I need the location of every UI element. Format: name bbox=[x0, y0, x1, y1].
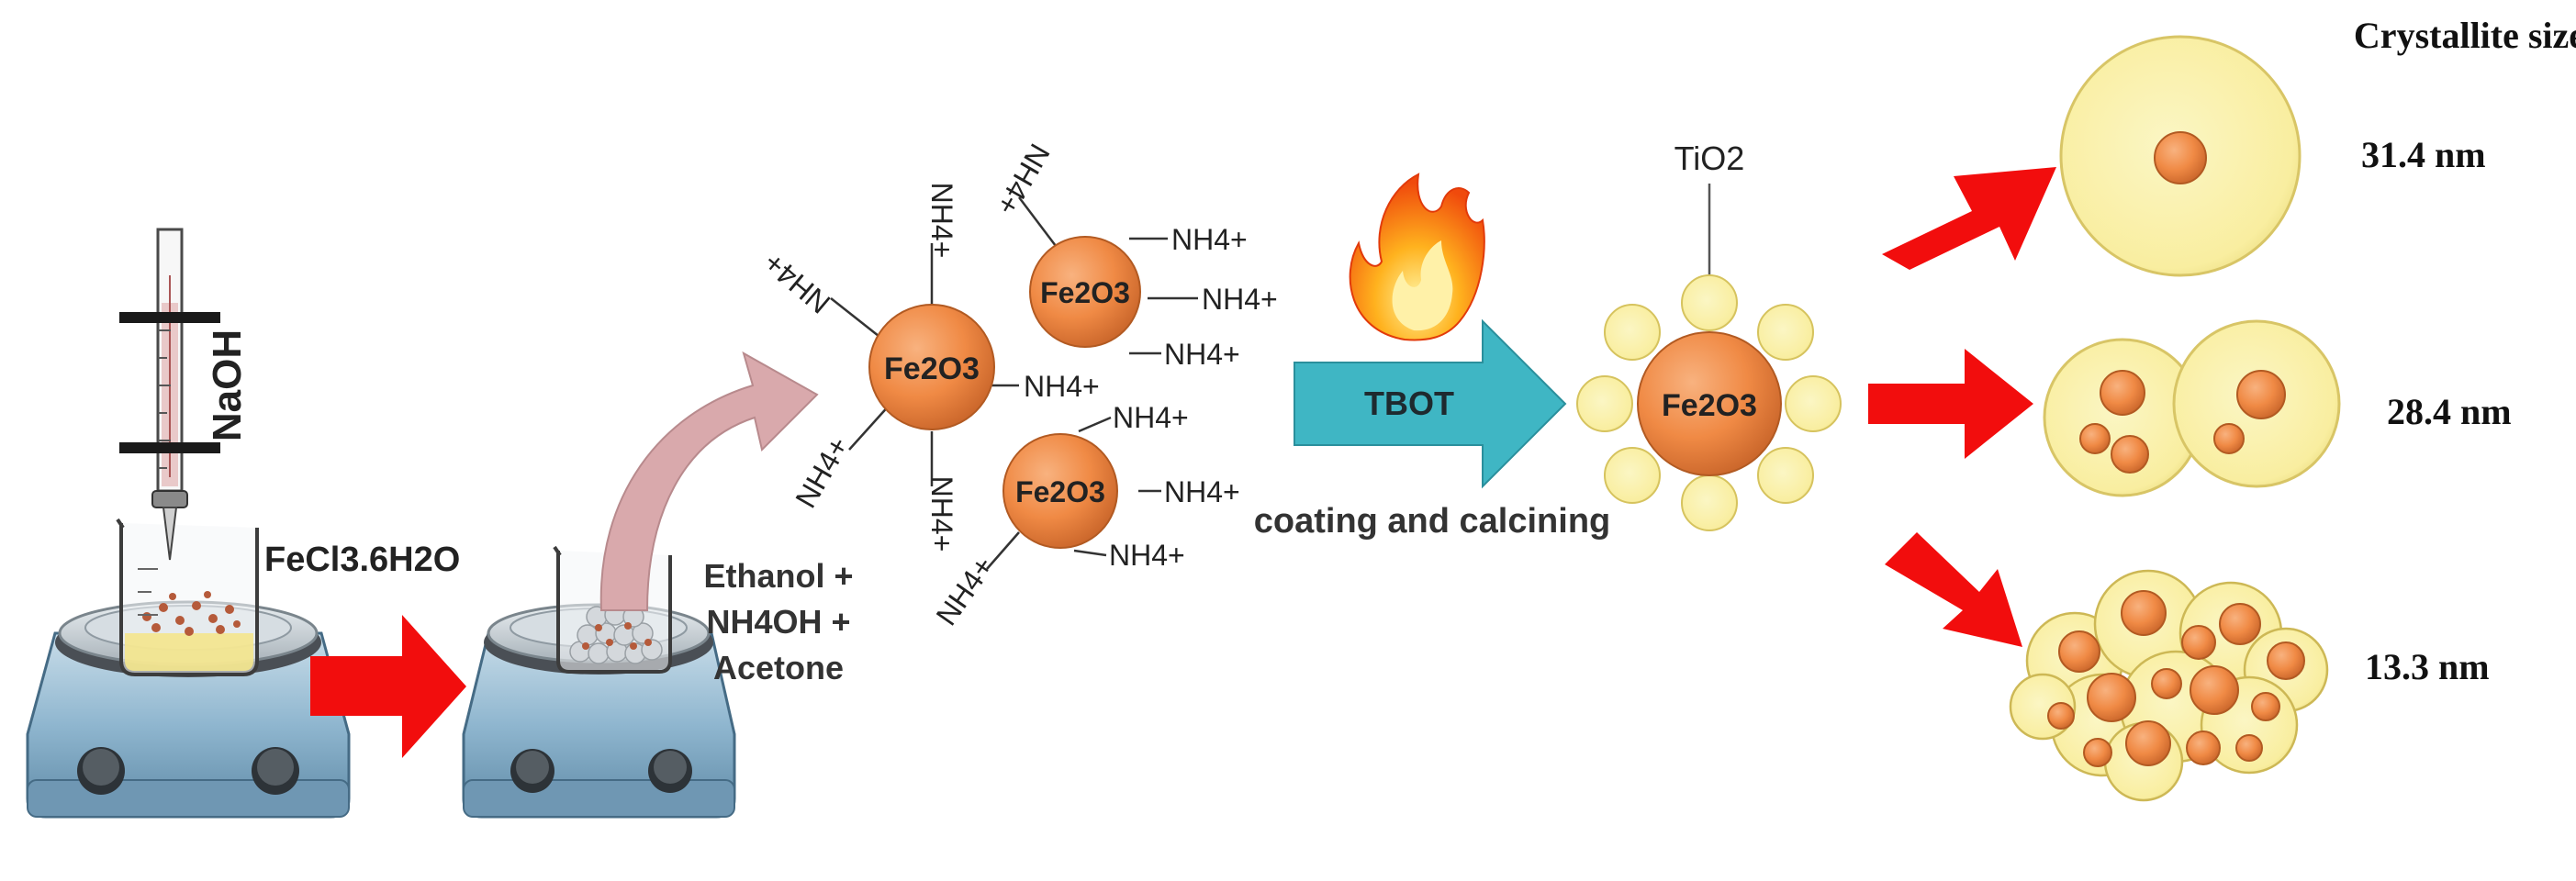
ligand-label: NH4+ bbox=[1164, 338, 1240, 371]
core-label: Fe2O3 bbox=[884, 351, 980, 386]
ligand-label: NH4+ bbox=[925, 183, 958, 259]
ligand-label: NH4+ bbox=[990, 139, 1057, 221]
solvent-label-line2: NH4OH + bbox=[706, 603, 850, 641]
red-arrow-icon bbox=[1882, 167, 2056, 270]
knob-icon bbox=[252, 747, 299, 795]
red-arrow-icon bbox=[1868, 349, 2033, 459]
naoh-label: NaOH bbox=[205, 329, 250, 441]
ligand-label: NH4+ bbox=[1202, 283, 1278, 316]
ligand-label: NH4+ bbox=[930, 550, 1001, 630]
tbot-arrow-icon bbox=[1294, 318, 1567, 489]
ligand-label: NH4+ bbox=[1113, 401, 1189, 434]
result-particle-large bbox=[2059, 35, 2302, 277]
result-particle-double bbox=[2043, 319, 2341, 497]
functionalized-particle-2 bbox=[1018, 196, 1198, 355]
ligand-label: NH4+ bbox=[1109, 539, 1185, 572]
core-label: Fe2O3 bbox=[1040, 276, 1130, 309]
coated-particle bbox=[1576, 184, 1842, 531]
process-step-label: coating and calcining bbox=[1254, 502, 1611, 541]
ligand-label: NH4+ bbox=[1024, 370, 1100, 403]
size-label-1: 31.4 nm bbox=[2361, 134, 2486, 175]
ligand-label: NH4+ bbox=[1164, 475, 1240, 508]
knob-icon bbox=[77, 747, 125, 795]
red-arrow-icon bbox=[310, 615, 466, 758]
knob-icon bbox=[648, 749, 692, 793]
ligand-label: NH4+ bbox=[789, 431, 856, 514]
solvent-label-line3: Acetone bbox=[713, 649, 844, 686]
functionalized-particle-3 bbox=[986, 416, 1161, 570]
core-label: Fe2O3 bbox=[1662, 388, 1757, 423]
size-label-2: 28.4 nm bbox=[2387, 391, 2512, 432]
tbot-label: TBOT bbox=[1364, 385, 1454, 422]
beaker-1 bbox=[116, 518, 259, 676]
crystallite-size-heading: Crystallite size bbox=[2354, 15, 2576, 56]
functionalized-particle-1 bbox=[830, 243, 1019, 486]
ligand-label: NH4+ bbox=[1171, 223, 1248, 256]
red-arrow-icon bbox=[1885, 532, 2022, 647]
tio2-label: TiO2 bbox=[1674, 139, 1745, 177]
precipitate-dots bbox=[142, 591, 241, 636]
ligand-label: NH4+ bbox=[757, 246, 836, 320]
curved-arrow-icon bbox=[599, 351, 819, 611]
knob-icon bbox=[510, 749, 554, 793]
core-label: Fe2O3 bbox=[1015, 475, 1105, 508]
result-particle-aggregate bbox=[2009, 569, 2329, 802]
burette bbox=[119, 228, 220, 561]
ligand-label: NH4+ bbox=[925, 476, 958, 552]
flame-icon bbox=[1349, 173, 1485, 341]
solvent-label-line1: Ethanol + bbox=[703, 557, 853, 595]
size-label-3: 13.3 nm bbox=[2365, 646, 2490, 687]
fecl3-label: FeCl3.6H2O bbox=[264, 541, 460, 579]
